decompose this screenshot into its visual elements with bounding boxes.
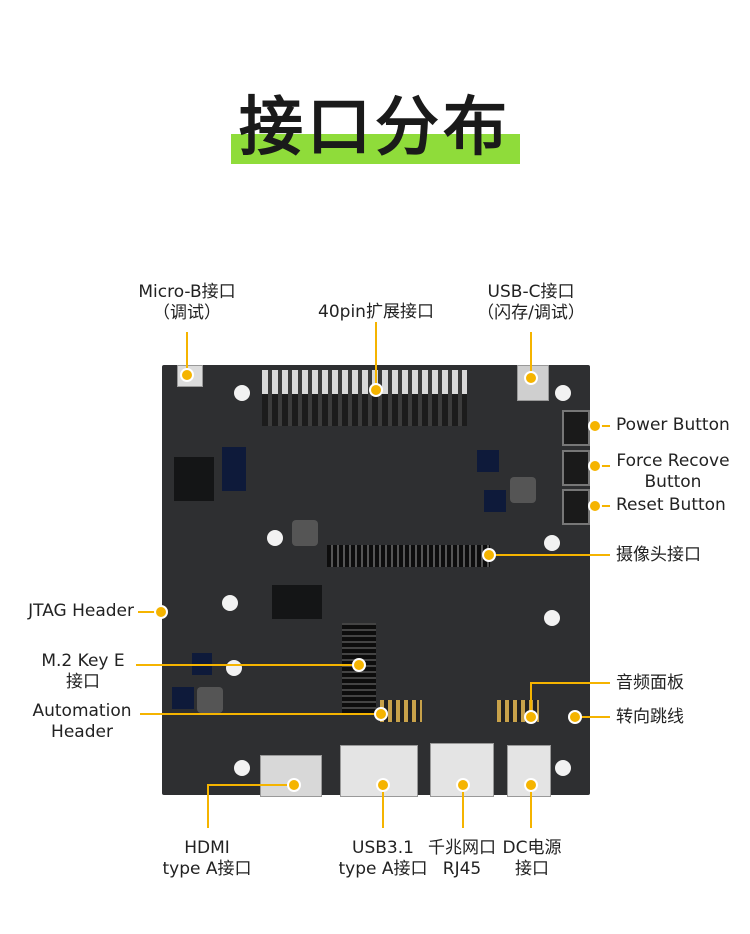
tactile-button: [510, 477, 536, 503]
label-audio: 音频面板: [616, 673, 684, 693]
callout-dot: [524, 371, 538, 385]
callout-line: [382, 784, 384, 828]
chip: [174, 457, 214, 501]
label-automation: Automation Header: [24, 701, 140, 743]
callout-line: [140, 713, 380, 715]
callout-dot: [287, 778, 301, 792]
label-dc-line1: DC电源: [502, 838, 562, 858]
mounting-hole: [544, 535, 560, 551]
label-force-recovery: Force Recove Button: [612, 451, 734, 493]
mounting-hole: [222, 595, 238, 611]
callout-dot: [369, 383, 383, 397]
callout-line: [488, 554, 610, 556]
callout-line: [138, 611, 160, 613]
label-power-button: Power Button: [616, 415, 730, 435]
callout-line: [207, 784, 209, 828]
mounting-hole: [544, 610, 560, 626]
usb-c-port: [517, 365, 549, 401]
chip: [484, 490, 506, 512]
callout-line: [594, 425, 610, 427]
label-force-recovery-line2: Button: [644, 472, 702, 492]
label-usb-c: USB-C接口 （闪存/调试）: [455, 282, 607, 324]
40pin-header: [262, 370, 467, 394]
callout-dot: [588, 499, 602, 513]
label-usb-c-line1: USB-C接口: [487, 282, 575, 302]
callout-line: [462, 784, 464, 828]
label-40pin: 40pin扩展接口: [290, 302, 462, 323]
chip: [172, 687, 194, 709]
label-rj45: 千兆网口 RJ45: [418, 838, 506, 880]
callout-line: [530, 682, 532, 716]
callout-line: [530, 332, 532, 378]
callout-line: [574, 716, 610, 718]
label-hdmi: HDMI type A接口: [142, 838, 272, 880]
label-usb31-line2: type A接口: [338, 859, 428, 879]
callout-dot: [180, 368, 194, 382]
callout-dot: [588, 419, 602, 433]
label-automation-line1: Automation: [32, 701, 132, 721]
label-jumper: 转向跳线: [616, 707, 684, 727]
mounting-hole: [226, 660, 242, 676]
label-force-recovery-line1: Force Recove: [616, 451, 730, 471]
label-usb31-line1: USB3.1: [352, 838, 414, 858]
callout-line: [530, 682, 610, 684]
label-40pin-line1: 40pin扩展接口: [318, 302, 434, 322]
mounting-hole: [555, 760, 571, 776]
callout-dot: [482, 548, 496, 562]
callout-dot: [588, 459, 602, 473]
chip: [222, 447, 246, 491]
mounting-hole: [555, 385, 571, 401]
label-rj45-line1: 千兆网口: [428, 838, 496, 858]
callout-line: [594, 505, 610, 507]
callout-dot: [154, 605, 168, 619]
label-usb-c-line2: （闪存/调试）: [477, 303, 585, 323]
power-button: [562, 410, 590, 446]
title-highlight-bar: [231, 134, 520, 164]
force-recovery-button: [562, 450, 590, 486]
callout-dot: [524, 778, 538, 792]
chip: [477, 450, 499, 472]
label-hdmi-line2: type A接口: [162, 859, 252, 879]
chip: [272, 585, 322, 619]
callout-line: [530, 784, 532, 828]
label-micro-b-line1: Micro-B接口: [138, 282, 236, 302]
label-dc: DC电源 接口: [498, 838, 566, 880]
pcb-board: [162, 365, 590, 797]
callout-dot: [568, 710, 582, 724]
tactile-button: [197, 687, 223, 713]
callout-line: [136, 664, 358, 666]
automation-header: [380, 700, 422, 722]
label-micro-b-line2: （调试）: [153, 303, 221, 323]
callout-dot: [456, 778, 470, 792]
label-automation-line2: Header: [51, 722, 113, 742]
callout-line: [186, 332, 188, 374]
reset-button: [562, 489, 590, 525]
callout-line: [594, 465, 610, 467]
label-micro-b: Micro-B接口 （调试）: [112, 282, 262, 324]
callout-dot: [524, 710, 538, 724]
callout-dot: [376, 778, 390, 792]
label-m2: M.2 Key E 接口: [28, 651, 138, 693]
label-m2-line1: M.2 Key E: [41, 651, 125, 671]
label-usb31: USB3.1 type A接口: [330, 838, 436, 880]
mounting-hole: [267, 530, 283, 546]
label-hdmi-line1: HDMI: [184, 838, 230, 858]
mounting-hole: [234, 760, 250, 776]
page-title: 接口分布: [239, 91, 511, 165]
callout-line: [375, 322, 377, 390]
tactile-button: [292, 520, 318, 546]
callout-line: [207, 784, 293, 786]
label-camera: 摄像头接口: [616, 545, 701, 565]
callout-dot: [352, 658, 366, 672]
label-reset-button: Reset Button: [616, 495, 726, 515]
callout-dot: [374, 707, 388, 721]
40pin-header-base: [262, 394, 467, 426]
camera-connector: [327, 545, 490, 567]
label-rj45-line2: RJ45: [442, 859, 482, 879]
label-jtag: JTAG Header: [28, 601, 134, 621]
mounting-hole: [234, 385, 250, 401]
label-dc-line2: 接口: [515, 859, 549, 879]
label-m2-line2: 接口: [66, 672, 100, 692]
